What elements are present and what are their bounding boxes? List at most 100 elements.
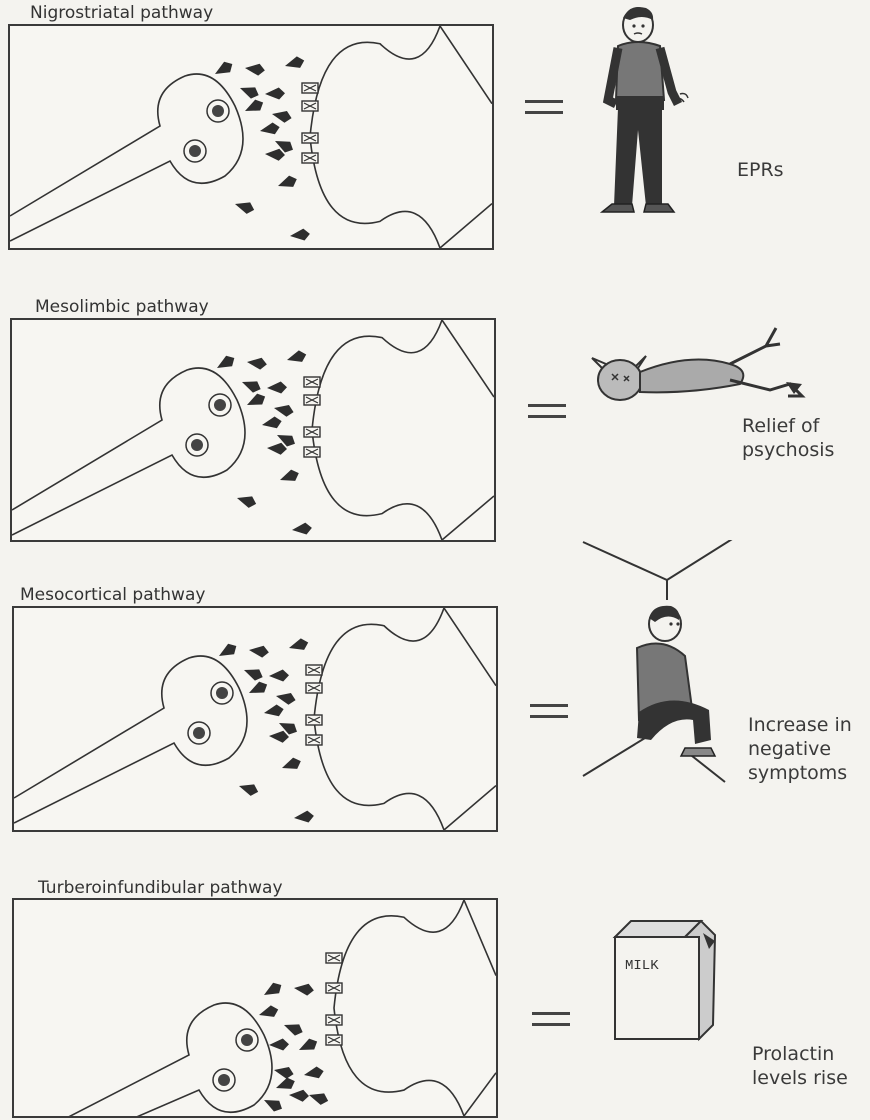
equals-sign (530, 704, 568, 718)
synapse-diagram (8, 24, 494, 250)
dopamine-molecule (267, 442, 288, 455)
synapse-svg (14, 608, 496, 830)
effect-label: Increase in negative symptoms (748, 713, 852, 785)
milk-carton-icon: MILK (605, 915, 725, 1055)
dopamine-molecule (237, 780, 260, 797)
dopamine-molecule (271, 108, 293, 124)
dopamine-molecule (273, 402, 295, 418)
dopamine-molecule (267, 381, 287, 394)
effect-label: EPRs (737, 158, 784, 182)
effect-line: psychosis (742, 438, 834, 462)
dopamine-molecule (283, 55, 306, 72)
equals-sign (532, 1012, 570, 1026)
pathway-title: Turberoinfundibular pathway (38, 878, 283, 898)
vesicle-core (218, 1074, 230, 1086)
effect-line: negative (748, 737, 852, 761)
dopamine-molecule (273, 1064, 295, 1080)
pathway-panel-tuberoinfundibular: Turberoinfundibular pathway MILK Prolact… (0, 840, 870, 1120)
dopamine-molecule (303, 1065, 325, 1081)
pathway-title: Mesolimbic pathway (35, 297, 209, 317)
dopamine-molecule (269, 730, 290, 743)
dopamine-molecule (307, 1089, 330, 1106)
synapse-svg (14, 900, 496, 1116)
dopamine-molecule (242, 664, 265, 682)
synapse-svg (12, 320, 494, 540)
dopamine-molecule (214, 353, 237, 373)
effect-line: symptoms (748, 761, 852, 785)
dopamine-molecule (233, 198, 256, 215)
dopamine-molecule (293, 810, 314, 824)
synapse-diagram (12, 898, 498, 1118)
dopamine-molecule (275, 690, 297, 706)
dopamine-molecule (282, 1019, 305, 1037)
dopamine-molecule (278, 468, 301, 486)
dopamine-molecule (244, 391, 267, 410)
effect-line: Increase in (748, 713, 852, 737)
synapse-svg (10, 26, 492, 248)
dopamine-molecule (289, 1089, 310, 1102)
postsynaptic-terminal (334, 900, 496, 1116)
dopamine-molecule (269, 1038, 289, 1051)
effect-label: Relief of psychosis (742, 414, 834, 462)
equals-sign (528, 404, 566, 418)
presynaptic-terminal (10, 74, 243, 241)
dopamine-molecule (259, 121, 281, 137)
synapse-diagram (10, 318, 496, 542)
dopamine-molecule (287, 637, 310, 654)
vesicle-core (241, 1034, 253, 1046)
dopamine-molecule (293, 982, 314, 996)
presynaptic-terminal (14, 656, 247, 823)
presynaptic-terminal (14, 1003, 272, 1116)
defeated-devil-icon (580, 322, 810, 412)
dopamine-molecule (244, 62, 265, 76)
dopamine-molecule (246, 356, 267, 370)
pathway-panel-mesocortical: Mesocortical pathway Increase in negativ… (0, 540, 870, 840)
synapse-diagram (12, 606, 498, 832)
vesicle-core (216, 687, 228, 699)
dopamine-molecule (235, 492, 258, 509)
presynaptic-terminal (12, 368, 245, 535)
dopamine-molecule (296, 1036, 319, 1055)
pathway-title: Nigrostriatal pathway (30, 3, 213, 23)
dopamine-molecule (280, 756, 303, 774)
effect-line: Prolactin (752, 1042, 848, 1066)
postsynaptic-terminal (310, 26, 492, 248)
dopamine-molecule (265, 87, 285, 100)
dopamine-molecule (274, 1076, 297, 1094)
effect-line: levels rise (752, 1066, 848, 1090)
dopamine-molecule (212, 59, 235, 79)
dopamine-molecule (248, 644, 269, 658)
dopamine-molecule (289, 228, 310, 242)
vesicle-core (191, 439, 203, 451)
effect-line: Relief of (742, 414, 834, 438)
person-sitting-in-corner-icon (575, 540, 745, 790)
dopamine-molecule (242, 97, 265, 116)
vesicle-core (189, 145, 201, 157)
standing-person-tremor-icon (590, 0, 700, 230)
dopamine-molecule (216, 641, 239, 661)
dopamine-molecule (291, 522, 312, 536)
pathway-panel-nigrostriatal: Nigrostriatal pathway EPRs (0, 0, 870, 270)
vesicle-core (193, 727, 205, 739)
dopamine-molecule (285, 349, 308, 366)
effect-label: Prolactin levels rise (752, 1042, 848, 1090)
dopamine-molecule (246, 679, 269, 698)
dopamine-molecule (276, 174, 299, 192)
dopamine-molecule (269, 669, 289, 682)
vesicle-core (212, 105, 224, 117)
dopamine-molecule (238, 82, 261, 100)
postsynaptic-terminal (314, 608, 496, 830)
pathway-panel-mesolimbic: Mesolimbic pathway Relief of psychosis (0, 270, 870, 540)
dopamine-molecule (265, 148, 286, 161)
effect-line: EPRs (737, 158, 784, 182)
dopamine-molecule (263, 703, 285, 719)
dopamine-molecule (261, 415, 283, 431)
postsynaptic-terminal (312, 320, 494, 540)
dopamine-molecule (257, 1004, 280, 1021)
equals-sign (525, 100, 563, 114)
dopamine-molecule (261, 980, 284, 1000)
dopamine-molecule (261, 1095, 284, 1115)
dopamine-molecule (240, 376, 263, 394)
pathway-title: Mesocortical pathway (20, 585, 205, 605)
vesicle-core (214, 399, 226, 411)
